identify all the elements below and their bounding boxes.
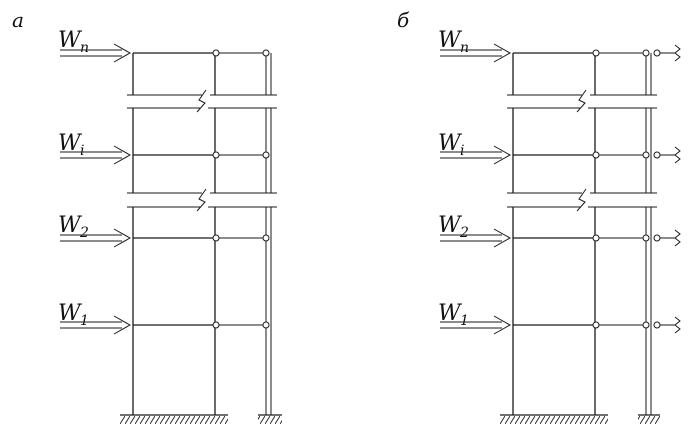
svg-text:W: W [438,28,463,53]
load-arrow-w1 [440,315,512,335]
hinges [592,49,661,329]
load-arrow-wi [440,145,512,165]
svg-text:W: W [58,213,83,238]
load-arrow-w2 [60,228,132,248]
load-arrow-wn [60,43,132,63]
frame-beams [133,52,215,326]
pinned-column [265,53,272,415]
panel-label-b: б [397,8,410,32]
svg-text:n: n [80,40,89,56]
frame-columns [132,53,216,415]
frame-beams [513,52,595,326]
load-arrow-wi [60,145,132,165]
svg-text:i: i [80,143,84,159]
svg-text:W: W [58,28,83,53]
svg-text:1: 1 [460,313,469,329]
load-arrow-w2 [440,228,512,248]
svg-text:2: 2 [79,225,89,241]
link-bars [598,52,643,326]
ground-supports [500,414,660,424]
break-bands [507,89,657,212]
break-bands [127,89,277,212]
panel-label-a: а [12,8,24,32]
svg-text:2: 2 [459,225,469,241]
spring-supports [660,44,681,334]
svg-text:W: W [438,213,463,238]
supported-column [645,53,652,415]
svg-text:1: 1 [80,313,89,329]
load-arrow-wn [440,43,512,63]
load-arrow-w1 [60,315,132,335]
svg-text:i: i [460,143,464,159]
svg-text:n: n [460,40,469,56]
hinges [212,49,270,329]
ground-supports [120,414,282,424]
frame-columns [512,53,596,415]
link-bars [218,52,263,326]
